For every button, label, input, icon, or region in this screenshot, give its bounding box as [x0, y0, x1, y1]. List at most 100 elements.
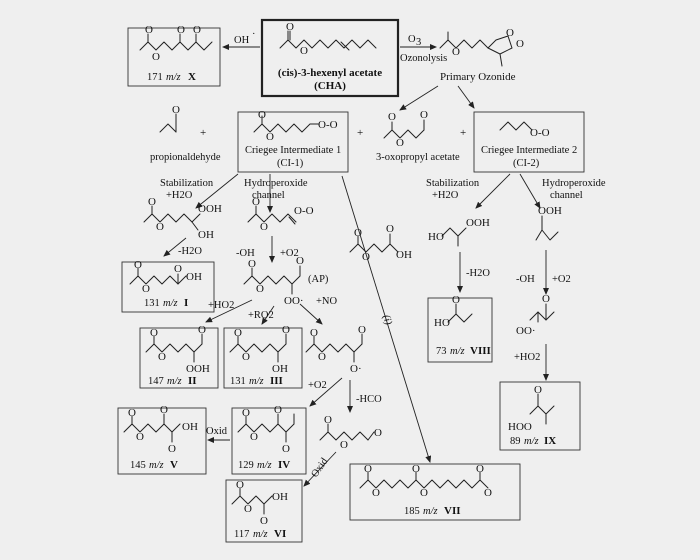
- i-o2: O: [142, 283, 150, 295]
- ozonolysis-o3: O: [408, 34, 416, 45]
- svg-text:m/z: m/z: [450, 346, 465, 357]
- oxo-o2: O: [396, 137, 404, 149]
- ai-o3: O: [386, 223, 394, 235]
- iv-o2: O: [250, 431, 258, 443]
- svg-text:VIII: VIII: [470, 345, 491, 357]
- ci1-o2: O: [266, 131, 274, 143]
- plus-1: +: [200, 127, 206, 139]
- ci2-structure: [499, 121, 533, 131]
- product-ix-box: [499, 381, 581, 451]
- ap-oo: OO·: [284, 295, 304, 307]
- product-iv-structure: [237, 413, 295, 443]
- svg-text:131: 131: [230, 376, 246, 387]
- svg-text:185: 185: [404, 506, 420, 517]
- vh-ooh: O-O: [294, 205, 314, 217]
- vinyl-hydroperoxide-structure: [247, 205, 297, 225]
- product-iv-label: 129 m/z IV: [238, 459, 290, 471]
- svg-text:IV: IV: [278, 459, 290, 471]
- minus-h2o-right: -H2O: [466, 268, 490, 279]
- ix-o: O: [534, 384, 542, 396]
- primary-ozonide-structure: [439, 31, 513, 67]
- arrow-oxid-vi: [303, 451, 337, 487]
- primary-ozonide-label: Primary Ozonide: [440, 71, 516, 83]
- oxo-o3: O: [420, 109, 428, 121]
- iii-o2: O: [242, 351, 250, 363]
- arrow-ho2: [205, 299, 253, 323]
- product-iii-box: [223, 327, 303, 389]
- product-iii-structure: [229, 333, 287, 363]
- acid-intermediate-structure: [349, 233, 399, 253]
- product-v-structure: [123, 413, 181, 443]
- svg-text:147: 147: [148, 376, 164, 387]
- iv-o3: O: [274, 404, 282, 416]
- svg-text:VII: VII: [444, 505, 461, 517]
- product-i-structure: [129, 267, 187, 285]
- viii-o: O: [452, 294, 460, 306]
- plus-3: +: [460, 127, 466, 139]
- ii-o2: O: [158, 351, 166, 363]
- ap-o1: O: [248, 258, 256, 270]
- ap-structure: [243, 265, 301, 295]
- product-viii-box: [427, 297, 493, 363]
- stab-right-1: Stabilization: [426, 178, 480, 189]
- i-o1: O: [134, 259, 142, 271]
- vi-o3: O: [260, 515, 268, 527]
- svg-text:m/z: m/z: [524, 436, 539, 447]
- svg-text:145: 145: [130, 460, 146, 471]
- ci2-label-1: Criegee Intermediate 2: [481, 145, 577, 156]
- product-x-structure: [139, 33, 213, 51]
- arrow-ci2-stab: [475, 173, 511, 209]
- i-o3: O: [174, 263, 182, 275]
- rpr-oo: OO·: [516, 325, 536, 337]
- plus-ro2: +RO2: [248, 310, 274, 321]
- iii-o1: O: [234, 327, 242, 339]
- product-vi-label: 117 m/z VI: [234, 528, 286, 540]
- svg-text:m/z: m/z: [249, 376, 264, 387]
- cha-title: (cis)-3-hexenyl acetate: [278, 67, 382, 79]
- ozonolysis-label: Ozonolysis: [400, 53, 447, 64]
- formyl-acetate-structure: [319, 423, 375, 441]
- product-vii-box: [349, 463, 521, 521]
- rhh-ooh: OOH: [466, 217, 490, 229]
- stab-left-2: +H2O: [166, 190, 193, 201]
- svg-text:m/z: m/z: [253, 529, 268, 540]
- oxopropyl-label: 3-oxopropyl acetate: [376, 152, 460, 163]
- x-o4: O: [152, 51, 160, 63]
- svg-text:117: 117: [234, 529, 249, 540]
- arrow-minus-h2o-left: [163, 237, 187, 257]
- plus-o2-alkoxy: +O2: [308, 380, 327, 391]
- arrow-ro2: [261, 305, 275, 325]
- right-vinyl-hydroperoxide-structure: [535, 215, 559, 241]
- svg-text:III: III: [270, 375, 283, 387]
- oxopropyl-structure: [383, 119, 425, 139]
- product-ix-structure: [529, 393, 555, 425]
- cha-abbr: (CHA): [314, 80, 346, 92]
- stab-left-1: Stabilization: [160, 178, 214, 189]
- svg-text:I: I: [184, 297, 188, 309]
- fa-o3: O: [374, 427, 382, 439]
- plus-no: +NO: [316, 296, 338, 307]
- vii-o5: O: [476, 463, 484, 475]
- v-o4: O: [168, 443, 176, 455]
- ar-o1: O: [310, 327, 318, 339]
- minus-oh-left: -OH: [236, 248, 255, 259]
- alkoxy-radical-structure: [305, 333, 363, 363]
- vii-o2: O: [372, 487, 380, 499]
- v-o1: O: [128, 407, 136, 419]
- hh-oh: OH: [198, 229, 214, 241]
- minus-h2o-left: -H2O: [178, 246, 202, 257]
- ci1-box: [237, 111, 349, 173]
- product-viii-label: 73 m/z VIII: [436, 345, 491, 357]
- cha-box: [260, 18, 400, 98]
- right-peroxy-radical-structure: [529, 303, 555, 323]
- vii-o1: O: [364, 463, 372, 475]
- product-viii-structure: [447, 303, 473, 323]
- ar-o3: O: [358, 324, 366, 336]
- oxo-o1: O: [388, 111, 396, 123]
- ci2-box: [473, 111, 585, 173]
- product-x-label: 171 m/z X: [147, 71, 196, 83]
- ai-o1: O: [354, 227, 362, 239]
- ai-oh: OH: [396, 249, 412, 261]
- arrow-to-oxopropyl: [399, 85, 439, 111]
